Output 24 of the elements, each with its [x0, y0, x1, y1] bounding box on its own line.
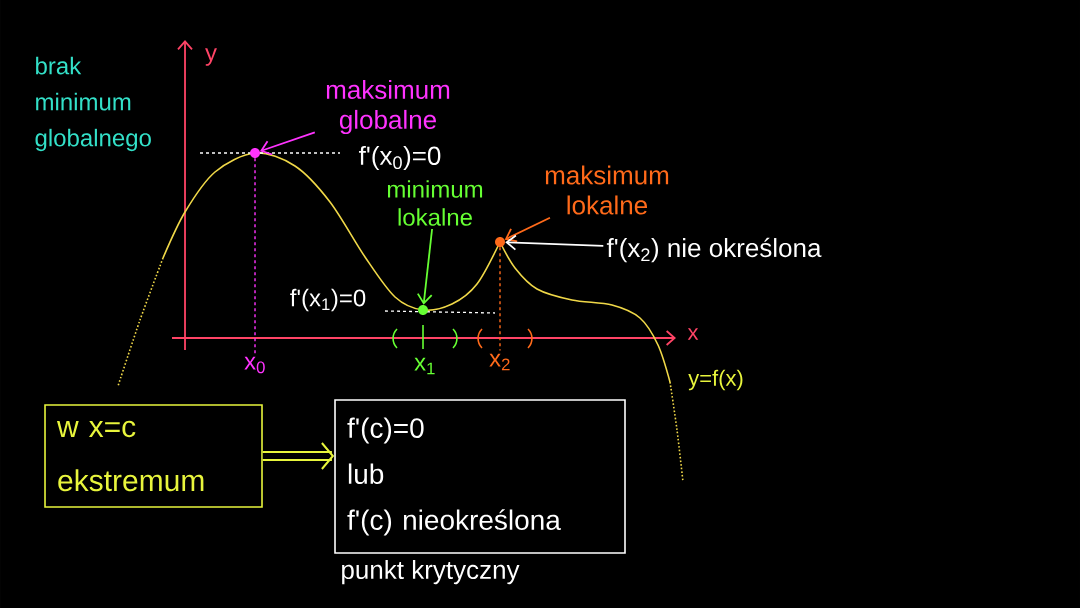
- arrow: [504, 216, 551, 243]
- point-marker: [495, 237, 505, 247]
- annotation-text: brak minimum globalnego: [35, 56, 151, 152]
- text-box: f'(c)=0 lub f'(c) nieokreślona: [334, 399, 626, 554]
- arrow: [259, 131, 316, 156]
- text-box: w x=c ekstremum: [44, 404, 263, 508]
- caption-text: punkt krytyczny: [342, 560, 520, 585]
- tick-label: x$_{0}$: [244, 356, 265, 374]
- tick-label: x$_{1}$: [414, 357, 435, 375]
- equation-text: f'(x$_{0}$)=0: [359, 145, 441, 171]
- arrow: [262, 442, 335, 470]
- arrow: [416, 228, 433, 305]
- annotation-text: f'(x$_{2}$) nie określona: [606, 237, 822, 263]
- axis-label: y: [205, 48, 217, 66]
- annotation-text: maksimum lokalne: [545, 165, 669, 215]
- point-marker: [250, 148, 260, 158]
- equation-text: f'(x$_{1}$)=0: [290, 288, 366, 312]
- point-marker: [418, 305, 428, 315]
- function-label: y=f(x): [688, 369, 743, 391]
- annotation-text: minimum lokalne: [387, 180, 483, 226]
- axis-label: x: [687, 328, 699, 340]
- arrow: [505, 234, 605, 251]
- tick-label: x$_{2}$: [489, 353, 510, 371]
- annotation-text: maksimum globalne: [326, 79, 450, 135]
